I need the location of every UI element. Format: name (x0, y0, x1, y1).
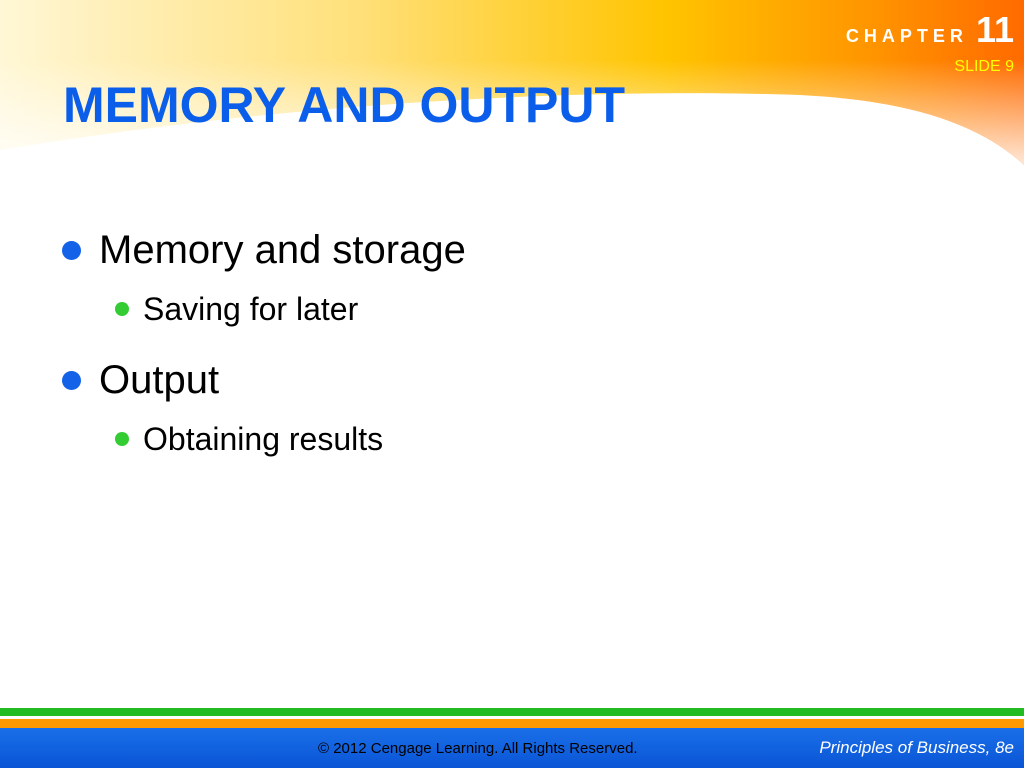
bullet-dot-icon (62, 240, 81, 260)
sub-bullet-text: Saving for later (143, 290, 359, 327)
bullet-spacer (62, 332, 962, 342)
chapter-number: 11 (975, 9, 1014, 50)
bullet-text: Memory and storage (99, 227, 466, 272)
book-title: Principles of Business, 8e (819, 738, 1014, 757)
footer-white-stripe (0, 716, 1024, 719)
bullet-item: Output (62, 352, 962, 408)
footer-orange-stripe (0, 719, 1024, 728)
copyright-text: © 2012 Cengage Learning. All Rights Rese… (318, 740, 638, 757)
sub-bullet-item: Obtaining results (115, 416, 962, 462)
bullet-text: Output (99, 357, 220, 402)
chapter-block: CHAPTER 11 SLIDE 9 (846, 12, 1014, 76)
sub-bullet-dot-icon (115, 302, 129, 316)
footer-green-stripe (0, 708, 1024, 716)
slide-number: SLIDE 9 (954, 58, 1014, 75)
sub-bullet-text: Obtaining results (143, 420, 384, 457)
chapter-word: CHAPTER (845, 26, 968, 46)
bullet-dot-icon (62, 370, 81, 390)
chapter-line: CHAPTER 11 (846, 12, 1014, 52)
bullet-list: Memory and storage Saving for later Outp… (62, 212, 962, 462)
header-swoosh (0, 0, 1024, 165)
slide-title: MEMORY AND OUTPUT (63, 77, 626, 133)
sub-bullet-item: Saving for later (115, 286, 962, 332)
sub-bullet-dot-icon (115, 432, 129, 446)
swoosh-fade (0, 60, 1024, 165)
footer-bar: © 2012 Cengage Learning. All Rights Rese… (0, 728, 1024, 768)
bullet-item: Memory and storage (62, 222, 962, 278)
